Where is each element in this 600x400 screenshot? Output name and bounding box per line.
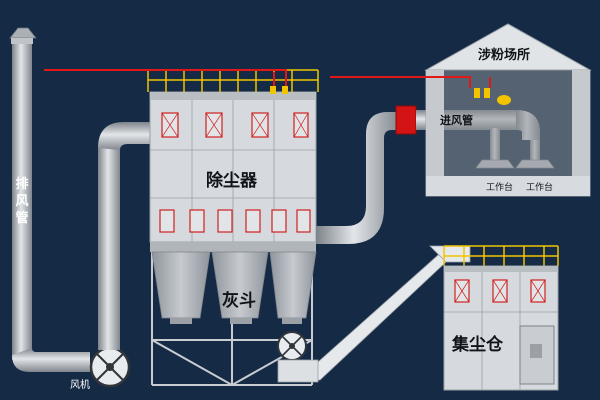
fan-label: 风机 — [70, 380, 90, 391]
dust-collector — [147, 69, 319, 386]
collector-windows-bottom — [159, 209, 311, 233]
fan-hub — [106, 363, 114, 371]
dust-bin-label: 集尘仓 — [452, 335, 503, 355]
ash-hopper-label: 灰斗 — [222, 291, 256, 311]
workstation-label-2: 工作台 — [526, 183, 554, 193]
stack-pipe — [12, 44, 32, 360]
collector-railing — [147, 69, 319, 92]
spark-detector — [497, 95, 511, 105]
dust-collector-label: 除尘器 — [206, 171, 257, 191]
stack-cap — [9, 27, 37, 39]
stack-collar — [11, 38, 33, 44]
stack-elbow — [12, 348, 90, 372]
inlet-pipe-label: 进风管 — [440, 114, 473, 127]
workstation-label-1: 工作台 — [486, 183, 514, 193]
dust-site-label: 涉粉场所 — [478, 48, 531, 63]
dust-site-building — [424, 23, 592, 197]
exhaust-stack — [9, 27, 90, 372]
collector-sensors — [270, 86, 288, 94]
pipe-fan-to-collector — [98, 122, 150, 350]
dust-bin — [443, 245, 559, 391]
exhaust-pipe-label: 排风管 — [15, 177, 29, 226]
bin-railing — [443, 245, 559, 266]
inlet-valve — [395, 105, 417, 135]
ash-hopper — [150, 242, 317, 324]
signal-line — [44, 69, 491, 88]
conveyor-pipe — [277, 245, 471, 383]
fan — [89, 346, 131, 388]
conveyor-fan — [277, 331, 307, 361]
